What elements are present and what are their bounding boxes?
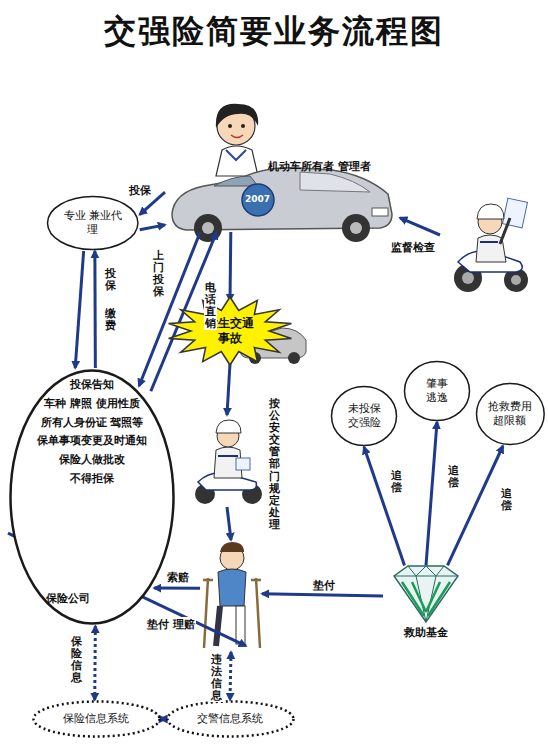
node-label: 肇事逃逸 — [423, 377, 451, 405]
edge-label: 上门投保 — [152, 250, 165, 298]
ellipse-node: 肇事逃逸 — [403, 360, 471, 422]
edge-label: 垫付 — [312, 578, 336, 593]
edge-label: 追偿 — [500, 488, 513, 512]
ellipse-node: 交警信息系统 — [166, 700, 295, 738]
car-illustration — [172, 104, 392, 242]
illustrated-node: 机动车所有者 管理者 — [165, 90, 400, 232]
flow-arrow — [227, 507, 231, 540]
disc-label: 2007 — [245, 194, 270, 204]
ellipse-outline — [405, 362, 470, 421]
injured-person — [203, 542, 261, 648]
ellipse-node: 未投保交强险 — [330, 385, 398, 447]
flow-arrow — [139, 232, 200, 386]
edge-label: 按公安交管部门规定处理 — [268, 398, 281, 531]
event-burst: 发生交通事故 — [165, 295, 295, 367]
note-line: 保险人做批改 — [8, 453, 176, 467]
flow-arrow — [262, 594, 383, 596]
dashed-connector — [161, 718, 166, 721]
flow-arrow — [75, 251, 83, 368]
flow-arrow — [154, 587, 200, 590]
flow-arrow — [140, 225, 165, 230]
flow-arrow — [400, 218, 440, 235]
diagram-title: 交强险简要业务流程图 — [0, 10, 548, 54]
edge-label: 索赔 — [166, 570, 190, 585]
note-line: 车种 牌照 使用性质 — [8, 397, 176, 411]
node-label: 机动车所有者 管理者 — [268, 160, 371, 174]
ellipse-outline — [167, 702, 293, 737]
police-motorbike — [454, 198, 528, 292]
node-label: 未投保交强险 — [344, 402, 384, 430]
edge-label: 投保 — [104, 268, 117, 292]
edge-label: 违法信息 — [210, 654, 223, 702]
burst-outline — [169, 297, 292, 365]
flow-arrow — [229, 232, 233, 301]
edge-label: 电话直销 — [204, 282, 217, 330]
edge-label: 投保 — [128, 183, 152, 198]
edge-label: 垫付 理赔 — [146, 617, 196, 632]
flow-arrow — [448, 446, 503, 565]
ellipse-outline — [33, 702, 159, 737]
illustrated-node — [200, 540, 262, 652]
ellipse-node: 抢救费用超限额 — [475, 382, 546, 446]
ellipse-node: 投保告知车种 牌照 使用性质所有人身份证 驾照等保单事项变更及时通知保险人做批改… — [8, 368, 176, 626]
edge-label: 保险信息 — [70, 636, 83, 684]
illustrated-node — [192, 415, 262, 507]
flow-arrow — [426, 422, 437, 565]
police-officer — [195, 420, 262, 504]
ellipse-outline — [476, 384, 544, 445]
note-line: 保险公司 — [46, 592, 90, 606]
flow-arrow — [227, 363, 230, 415]
edge-label: 追偿 — [447, 465, 460, 489]
flow-arrow — [93, 251, 96, 368]
node-label: 抢救费用超限额 — [486, 400, 534, 428]
edge-label: 监督检查 — [390, 240, 436, 255]
illustrated-node — [440, 195, 530, 295]
node-label: 保险信息系统 — [51, 712, 141, 726]
note-line: 所有人身份证 驾照等 — [8, 416, 176, 430]
flow-arrow — [364, 447, 405, 565]
illustrated-node: 救助基金 — [383, 560, 469, 650]
note-line: 投保告知 — [8, 378, 176, 392]
note-line: 保单事项变更及时通知 — [8, 434, 176, 448]
ellipse-node: 保险信息系统 — [32, 700, 161, 738]
ellipse-outline — [48, 197, 138, 250]
node-label: 救助基金 — [383, 626, 469, 640]
node-label: 交警信息系统 — [185, 712, 275, 726]
edge-label: 追偿 — [390, 470, 403, 494]
gem-symbol — [394, 566, 458, 622]
note-line: 不得拒保 — [8, 472, 176, 486]
node-label: 专业 兼业代理 — [61, 209, 125, 237]
dashed-connector — [93, 626, 97, 700]
edge-label: 缴费 — [104, 308, 117, 332]
dashed-connector — [230, 652, 231, 700]
ellipse-node: 专业 兼业代理 — [46, 195, 139, 251]
ellipse-outline — [332, 387, 397, 446]
